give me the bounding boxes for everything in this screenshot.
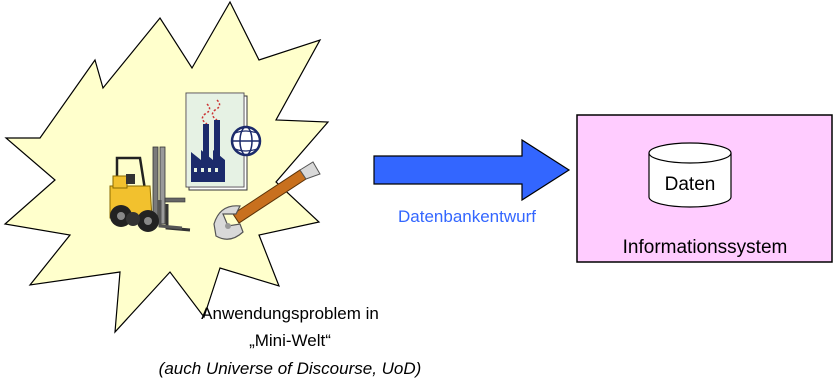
information-system-label: Informationssystem — [623, 237, 788, 258]
problem-caption-line-2: „Mini-Welt“ — [249, 331, 331, 350]
globe-icon — [230, 125, 262, 157]
mini-world-starburst — [3, 0, 330, 334]
database-cylinder — [648, 142, 732, 208]
problem-caption-line-1: Anwendungsproblem in — [201, 304, 379, 323]
design-arrow — [373, 138, 571, 202]
arrow-label: Datenbankentwurf — [398, 207, 536, 226]
problem-caption-line-3: (auch Universe of Discourse, UoD) — [159, 359, 422, 378]
database-label: Daten — [665, 174, 716, 195]
wrench-icon — [213, 161, 321, 240]
database-cylinder-top — [648, 142, 732, 164]
forklift-icon — [109, 146, 191, 232]
